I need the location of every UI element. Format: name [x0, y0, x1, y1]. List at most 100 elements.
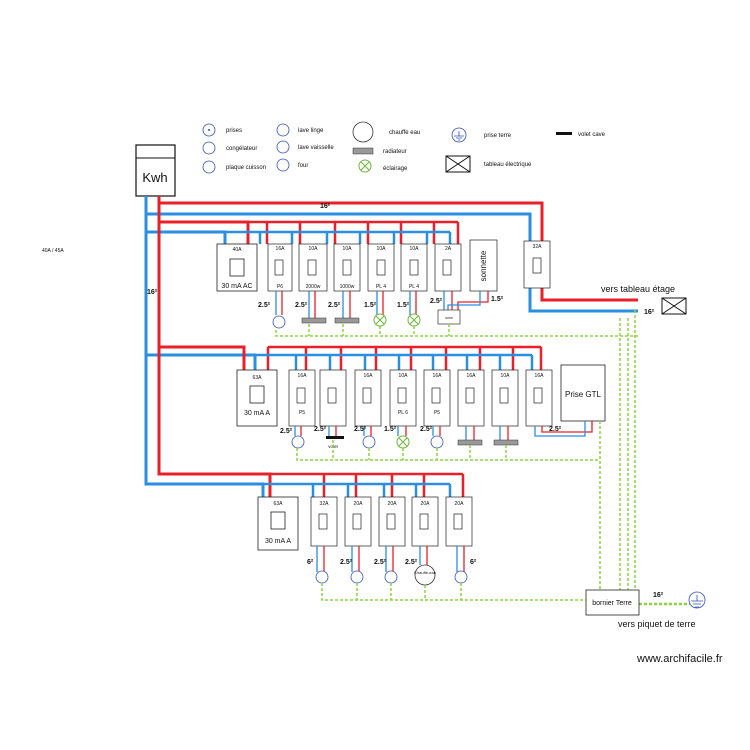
svg-text:2.5²: 2.5²: [420, 426, 433, 433]
bornier-terre-label: bornier Terre: [592, 600, 632, 607]
svg-text:2.5²: 2.5²: [280, 428, 293, 435]
svg-text:2.5²: 2.5²: [314, 426, 327, 433]
main-feeders: [144, 196, 638, 497]
svg-text:2.5²: 2.5²: [405, 559, 418, 566]
svg-text:16A: 16A: [433, 373, 443, 379]
four-icon: [276, 158, 290, 172]
row3: 63A 30 mA A 32A 20A 20A 20A 20A 6² 2.5² …: [257, 472, 477, 586]
tableau-cross-icon: [445, 155, 471, 173]
svg-text:6²: 6²: [307, 559, 314, 566]
volet-icon: [326, 436, 344, 439]
tableau-cross-icon: [661, 297, 687, 315]
congelateur-icon: [362, 435, 376, 449]
svg-text:2.5²: 2.5²: [328, 302, 341, 309]
svg-text:2.5²: 2.5²: [295, 302, 308, 309]
prise-icon: [291, 435, 305, 449]
legend-tableau: tableau électrique: [484, 162, 532, 168]
prise-icon: [430, 435, 444, 449]
svg-text:6²: 6²: [470, 559, 477, 566]
svg-text:1000w: 1000w: [340, 284, 355, 290]
svg-text:16A: 16A: [364, 373, 374, 379]
svg-text:2000w: 2000w: [306, 284, 321, 290]
svg-text:10A: 10A: [501, 373, 511, 379]
svg-text:2.5²: 2.5²: [374, 559, 387, 566]
left-note: 40A / 45A: [42, 248, 64, 254]
row3-breakers: 32A 20A 20A 20A 20A: [310, 496, 473, 547]
vers-piquet-label: vers piquet de terre: [618, 619, 696, 629]
svg-text:20A: 20A: [388, 501, 398, 507]
lave-linge-icon: [276, 123, 290, 137]
svg-text:2.5²: 2.5²: [354, 426, 367, 433]
watermark: www.archifacile.fr: [636, 653, 723, 665]
lave-vaisselle-icon: [276, 140, 290, 154]
svg-text:16A: 16A: [298, 373, 308, 379]
terre-symbol-icon: [454, 131, 464, 141]
svg-text:1.5²: 1.5²: [384, 426, 397, 433]
svg-text:16A: 16A: [467, 373, 477, 379]
row2-section-labels: 2.5² 2.5² 2.5² 1.5² 2.5² 2.5²: [280, 426, 562, 435]
congelateur-icon: [202, 141, 216, 155]
lave-linge-icon: [350, 570, 364, 584]
legend: prises congélateur plaque cuisson lave l…: [202, 121, 606, 174]
svg-text:2.5²: 2.5²: [430, 298, 443, 305]
tableau-icon: [445, 155, 471, 173]
svg-text:10A: 10A: [410, 246, 420, 252]
legend-lave-vaisselle: lave vaisselle: [298, 145, 334, 151]
row2-breakers: 16A P5 16A 10A PL 6 16A P5 16A 10A 16A: [288, 369, 553, 427]
terre-symbol-icon: [691, 595, 703, 608]
svg-text:10A: 10A: [399, 373, 409, 379]
legend-eclairage: éclairage: [383, 166, 408, 172]
svg-text:P5: P5: [299, 410, 305, 416]
row3-main-type: 30 mA A: [265, 538, 291, 545]
svg-text:1.5²: 1.5²: [491, 296, 504, 303]
svg-text:2.5²: 2.5²: [340, 559, 353, 566]
radiateur-icon: [493, 439, 519, 446]
radiateur-icon: [457, 439, 483, 446]
row1-main-breaker: [216, 243, 258, 292]
prise-gtl-label: Prise GTL: [565, 390, 602, 399]
earth-network: [275, 310, 640, 601]
sonnette-box-label: sonn: [445, 316, 453, 320]
svg-text:1.5²: 1.5²: [397, 302, 410, 309]
svg-text:16A: 16A: [276, 246, 286, 252]
prise-gtl: [560, 364, 606, 422]
row3-section-labels: 6² 2.5² 2.5² 2.5² 6²: [307, 559, 477, 566]
svg-text:PL 4: PL 4: [409, 284, 419, 290]
row1-main-type: 30 mA AC: [221, 283, 252, 290]
svg-text:32A: 32A: [320, 501, 330, 507]
legend-chauffe-eau: chauffe eau: [389, 130, 420, 136]
legend-prises: prises: [226, 128, 242, 134]
vers-etage-label: vers tableau étage: [601, 284, 675, 294]
legend-congelateur: congélateur: [226, 146, 257, 152]
meter-label: Kwh: [142, 170, 167, 185]
row1-main-rating: 40A: [233, 247, 243, 253]
svg-text:PL 4: PL 4: [376, 284, 386, 290]
eclairage-cross-icon: [398, 437, 408, 447]
sonnette-module: [469, 239, 498, 292]
lave-vaisselle-icon: [384, 570, 398, 584]
svg-text:1.5²: 1.5²: [364, 302, 377, 309]
prise-icon: [202, 123, 216, 137]
svg-text:P5: P5: [434, 410, 440, 416]
legend-prise-terre: prise terre: [484, 133, 512, 139]
meter: Kwh: [135, 144, 176, 197]
eclairage-cross-icon: [409, 315, 419, 325]
bornier-terre: [585, 589, 640, 616]
row1-section-labels: 2.5² 2.5² 2.5² 1.5² 1.5² 2.5² 1.5²: [258, 296, 504, 309]
eclairage-icon: [358, 159, 372, 173]
terre-section-label: 16²: [653, 592, 664, 599]
plaque-icon: [315, 570, 329, 584]
feed-left-section: 16²: [147, 289, 158, 296]
svg-text:16A: 16A: [535, 373, 545, 379]
radiateur-icon: [301, 317, 327, 324]
svg-text:2.5²: 2.5²: [258, 302, 271, 309]
row3-main-rating: 63A: [274, 501, 284, 507]
row1: 40A 30 mA AC 16A P6 10A 2000w 10A 1000w …: [216, 220, 551, 329]
row2: 63A 30 mA A 16A P5 16A 10A PL 6 16A P5 1…: [236, 345, 606, 449]
legend-volet: volet cave: [578, 132, 606, 138]
prise-icon: [272, 315, 286, 329]
chauffe-eau-icon: [414, 564, 436, 586]
svg-text:10A: 10A: [377, 246, 387, 252]
svg-text:20A: 20A: [354, 501, 364, 507]
